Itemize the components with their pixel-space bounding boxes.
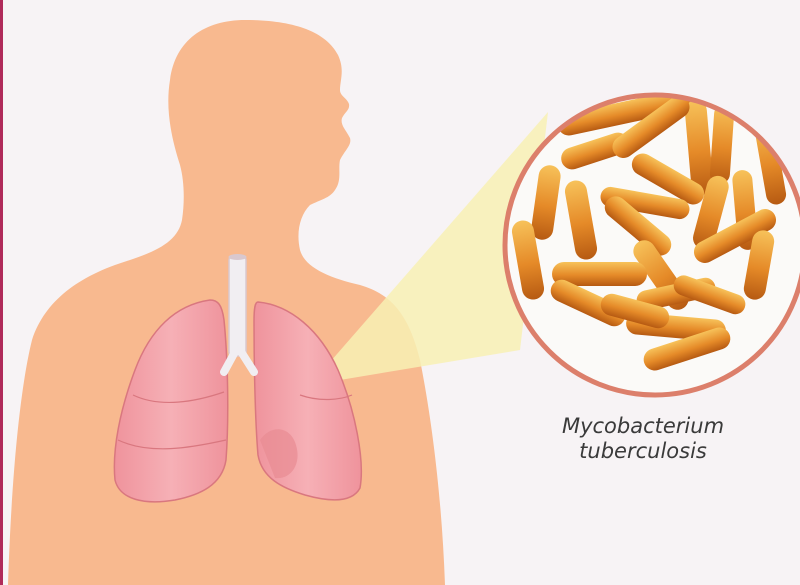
caption-label: Mycobacterium tuberculosis <box>548 414 738 464</box>
human-silhouette <box>8 20 445 585</box>
left-border <box>0 0 3 585</box>
caption-line-1: Mycobacterium <box>548 414 738 439</box>
magnifier-circle <box>505 76 800 395</box>
trachea <box>229 254 247 356</box>
caption-line-2: tuberculosis <box>548 439 738 464</box>
